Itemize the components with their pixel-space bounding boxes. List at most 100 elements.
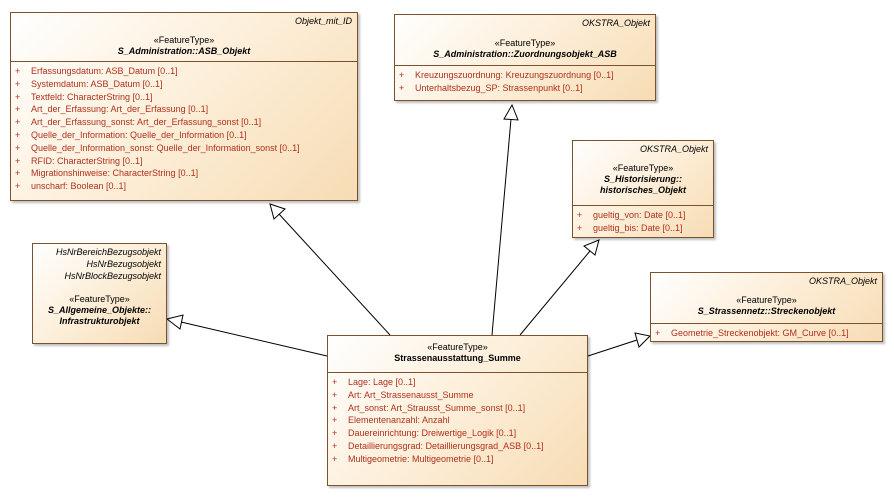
stereotype-label: «FeatureType»	[153, 35, 215, 45]
stereotype-label: «FeatureType»	[427, 342, 488, 352]
visibility-marker: +	[15, 142, 21, 153]
visibility-marker: +	[15, 129, 21, 140]
visibility-marker: +	[15, 117, 21, 128]
stereotype-label: «FeatureType»	[736, 295, 797, 305]
attribute-row: + Unterhaltsbezug_SP: Strassenpunkt [0..1…	[395, 82, 655, 95]
parent-name: OKSTRA_Objekt	[581, 18, 650, 28]
generalization-to-asb-objekt	[278, 213, 391, 336]
attribute-row: + gueltig_bis: Date [0..1]	[573, 222, 713, 235]
attribute-row: + unscharf: Boolean [0..1]	[11, 180, 357, 193]
attribute-list: + Kreuzungszuordnung: Kreuzungszuordnung …	[395, 65, 655, 95]
visibility-marker: +	[577, 210, 583, 220]
attribute-list: +Geometrie_Streckenobjekt: GM_Curve [0..…	[651, 323, 882, 340]
class-name-line-2: historisches_Objekt	[599, 185, 687, 195]
attribute-list: +Erfassungsdatum: ASB_Datum [0..1] + Syst…	[11, 61, 357, 193]
generalization-to-historisches-objekt	[519, 250, 591, 336]
attribute-text: Textfeld: CharacterString [0..1]	[31, 91, 153, 102]
visibility-marker: +	[15, 104, 21, 115]
attribute-text: Detaillierungsgrad: Detaillierungsgrad_A…	[348, 440, 544, 451]
attribute-row: +Erfassungsdatum: ASB_Datum [0..1]	[11, 65, 357, 78]
attribute-row: + Dauereinrichtung: Dreiwertige_Logik [0.…	[328, 427, 587, 440]
attribute-row: + Kreuzungszuordnung: Kreuzungszuordnung …	[395, 69, 655, 82]
attribute-text: Systemdatum: ASB_Datum [0..1]	[31, 78, 163, 89]
attribute-row: + Quelle_der_Information_sonst: Quelle_de…	[11, 142, 357, 155]
parent-name: Objekt_mit_ID	[294, 16, 352, 26]
attribute-row: +Migrationshinweise: CharacterString [0.…	[11, 167, 357, 180]
class-header: OKSTRA_Objekt «FeatureType» S_Strassenne…	[651, 273, 882, 323]
attribute-text: Quelle_der_Information_sonst: Quelle_der…	[31, 142, 300, 153]
visibility-marker: +	[577, 222, 583, 233]
class-zuordnungsobjekt-asb[interactable]: OKSTRA_Objekt «FeatureType» S_Administra…	[394, 14, 656, 101]
class-header: OKSTRA_Objekt «FeatureType» S_Historisie…	[573, 141, 713, 205]
class-name: S_Administration::ASB_Objekt	[117, 46, 251, 56]
arrowhead-asb-objekt	[269, 203, 286, 220]
attribute-text: Dauereinrichtung: Dreiwertige_Logik [0..…	[348, 428, 517, 439]
class-asb-objekt[interactable]: Objekt_mit_ID «FeatureType» S_Administra…	[10, 12, 358, 201]
visibility-marker: +	[15, 66, 21, 76]
class-historisches-objekt[interactable]: OKSTRA_Objekt «FeatureType» S_Historisie…	[572, 140, 714, 238]
parent-name: HsNrBezugsobjekt	[86, 259, 161, 269]
stereotype-label: «FeatureType»	[612, 163, 674, 173]
visibility-marker: +	[399, 82, 405, 93]
attribute-row: +Art: Art_Strassenausst_Summe	[328, 389, 587, 402]
attribute-text: Unterhaltsbezug_SP: Strassenpunkt [0..1]	[415, 82, 583, 93]
attribute-list: + gueltig_von: Date [0..1] + gueltig_bis: …	[573, 205, 713, 235]
parent-classes: OKSTRA_Objekt	[809, 275, 877, 287]
visibility-marker: +	[332, 453, 338, 464]
attribute-text: Elementenanzahl: Anzahl	[348, 415, 450, 426]
stereotype-label: «FeatureType»	[494, 38, 556, 48]
visibility-marker: +	[332, 428, 338, 439]
attribute-row: +RFID: CharacterString [0..1]	[11, 155, 357, 168]
class-strassenausstattung-summe[interactable]: «FeatureType» Strassenausstattung_Summe …	[327, 335, 588, 486]
class-header: HsNrBereichBezugsobjekt HsNrBezugsobjekt…	[33, 244, 166, 327]
visibility-marker: +	[15, 91, 21, 102]
attribute-text: Geometrie_Streckenobjekt: GM_Curve [0..1…	[671, 328, 849, 338]
visibility-marker: +	[15, 78, 21, 89]
attribute-row: + Detaillierungsgrad: Detaillierungsgrad_…	[328, 440, 587, 453]
attribute-text: Quelle_der_Information: Quelle_der_Infor…	[31, 129, 247, 140]
attribute-text: gueltig_von: Date [0..1]	[593, 210, 686, 220]
attribute-text: Migrationshinweise: CharacterString [0..…	[31, 168, 199, 179]
class-header: «FeatureType» Strassenausstattung_Summe	[328, 336, 587, 372]
parent-classes: OKSTRA_Objekt	[640, 143, 708, 155]
attribute-text: unscharf: Boolean [0..1]	[31, 181, 127, 192]
class-name-line-2: Infrastrukturobjekt	[59, 316, 140, 326]
visibility-marker: +	[332, 440, 338, 451]
attribute-row: + Quelle_der_Information: Quelle_der_Info…	[11, 129, 357, 142]
attribute-text: gueltig_bis: Date [0..1]	[593, 222, 683, 233]
class-header: OKSTRA_Objekt «FeatureType» S_Administra…	[395, 15, 655, 65]
generalization-to-infrastrukturobjekt	[180, 321, 328, 357]
attribute-row: +Lage: Lage [0..1]	[328, 376, 587, 389]
class-infrastrukturobjekt[interactable]: HsNrBereichBezugsobjekt HsNrBezugsobjekt…	[32, 243, 167, 344]
parent-classes: Objekt_mit_ID	[295, 15, 352, 27]
attribute-row: + Textfeld: CharacterString [0..1]	[11, 91, 357, 104]
arrowhead-zuordnungsobjekt	[503, 103, 519, 121]
parent-classes: OKSTRA_Objekt	[582, 17, 650, 29]
attribute-text: Art: Art_Strassenausst_Summe	[348, 389, 474, 400]
visibility-marker: +	[15, 155, 21, 166]
arrowhead-streckenobjekt	[634, 332, 652, 348]
class-streckenobjekt[interactable]: OKSTRA_Objekt «FeatureType» S_Strassenne…	[650, 272, 883, 342]
attribute-text: Art_sonst: Art_Strausst_Summe_sonst [0..…	[348, 402, 526, 413]
stereotype-label: «FeatureType»	[69, 294, 130, 304]
attribute-text: Kreuzungszuordnung: Kreuzungszuordnung […	[415, 70, 614, 80]
visibility-marker: +	[399, 70, 405, 80]
parent-name: OKSTRA_Objekt	[808, 276, 877, 286]
class-name: Strassenausstattung_Summe	[394, 353, 521, 363]
visibility-marker: +	[15, 181, 21, 192]
class-name-line-1: S_Allgemeine_Objekte::	[47, 305, 152, 315]
attribute-row: + Art_der_Erfassung_sonst: Art_der_Erfass…	[11, 116, 357, 129]
class-header: Objekt_mit_ID «FeatureType» S_Administra…	[11, 13, 357, 61]
arrowhead-infrastrukturobjekt	[165, 314, 184, 330]
class-name: S_Strassennetz::Streckenobjekt	[697, 306, 836, 316]
attribute-row: + Art_sonst: Art_Strausst_Summe_sonst [0.…	[328, 402, 587, 415]
attribute-text: Art_der_Erfassung: Art_der_Erfassung [0.…	[31, 104, 209, 115]
visibility-marker: +	[332, 402, 338, 413]
parent-name: OKSTRA_Objekt	[639, 144, 708, 154]
attribute-list: +Lage: Lage [0..1] +Art: Art_Strassenaus…	[328, 372, 587, 466]
attribute-text: Art_der_Erfassung_sonst: Art_der_Erfassu…	[31, 117, 262, 128]
attribute-row: + Multigeometrie: Multigeometrie [0..1]	[328, 453, 587, 466]
attribute-row: + Systemdatum: ASB_Datum [0..1]	[11, 78, 357, 91]
attribute-text: Multigeometrie: Multigeometrie [0..1]	[348, 453, 494, 464]
class-name-line-1: S_Historisierung::	[603, 174, 682, 184]
